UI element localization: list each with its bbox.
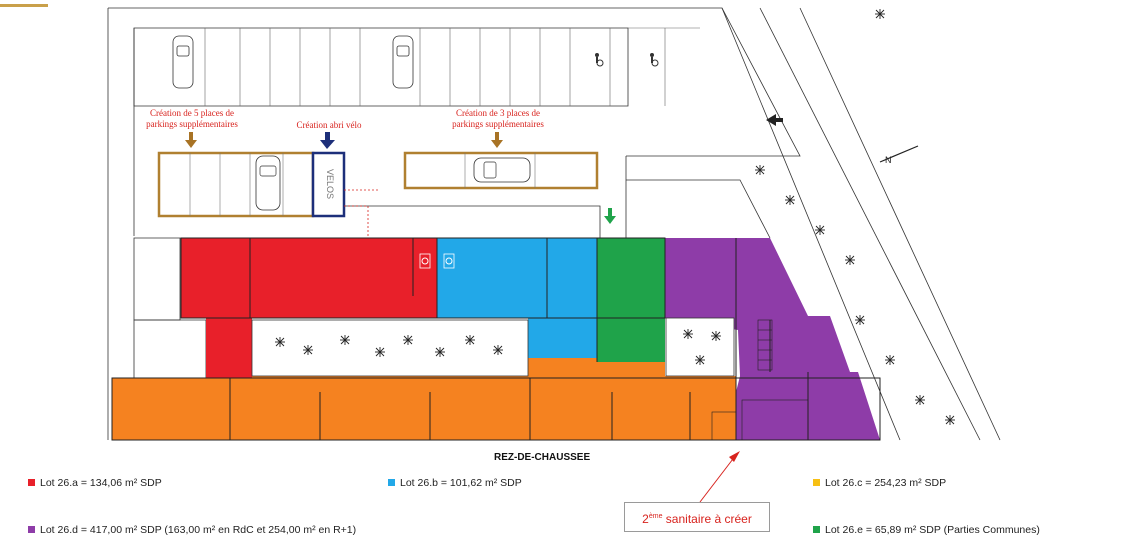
lot-26a-zone [181, 238, 437, 378]
accessible-toilet-icon [419, 253, 455, 269]
site-outline [107, 7, 1001, 441]
red-dashed-path [344, 189, 380, 236]
lot-26e-zone [597, 238, 665, 362]
parking-stalls [204, 27, 700, 106]
legend-swatch-red [28, 479, 35, 486]
legend-lot-26d: Lot 26.d = 417,00 m² SDP (163,00 m² en R… [28, 524, 356, 536]
legend-lot-26e: Lot 26.e = 65,89 m² SDP (Parties Commune… [813, 524, 1040, 536]
label-bike-shelter: Création abri vélo [296, 120, 362, 130]
legend-text: Lot 26.c = 254,23 m² SDP [825, 477, 947, 489]
courtyard [251, 317, 735, 377]
pointer-arrow-icon [699, 451, 740, 503]
label-parking-3: Création de 3 places de parkings supplém… [452, 108, 544, 129]
legend-lot-26c: Lot 26.c = 254,23 m² SDP [813, 477, 946, 489]
car-icon [172, 35, 414, 89]
new-parking-3-frame [403, 151, 599, 190]
bike-shelter-frame [311, 151, 346, 218]
note-prefix: 2 [642, 512, 649, 526]
arrow-left-icon [766, 114, 783, 126]
velos-sign: VELOS [325, 168, 335, 199]
legend-swatch-purple [28, 526, 35, 533]
legend-lot-26a: Lot 26.a = 134,06 m² SDP [28, 477, 162, 489]
tree-icon [275, 9, 955, 425]
legend-text: Lot 26.d = 417,00 m² SDP (163,00 m² en R… [40, 524, 357, 536]
new-parking-5-frame [157, 151, 315, 218]
sanitary-note: 2ème sanitaire à créer [624, 502, 770, 532]
legend-text: Lot 26.e = 65,89 m² SDP (Parties Commune… [825, 524, 1040, 536]
label-parking-5: Création de 5 places de parkings supplém… [146, 108, 238, 129]
legend-lot-26b: Lot 26.b = 101,62 m² SDP [388, 477, 522, 489]
interior-walls [111, 237, 881, 441]
header-accent-bar [0, 4, 48, 7]
north-arrow-icon: N [879, 145, 919, 165]
sanitary-block [711, 399, 809, 441]
svg-text:N: N [885, 155, 892, 165]
legend-swatch-yellow [813, 479, 820, 486]
stairs [757, 319, 773, 371]
note-suffix: sanitaire à créer [662, 512, 752, 526]
legend-swatch-blue [388, 479, 395, 486]
legend-text: Lot 26.a = 134,06 m² SDP [40, 477, 162, 489]
lot-26b-zone [437, 238, 597, 358]
note-sup: ème [648, 513, 663, 520]
level-title: REZ-DE-CHAUSSEE [494, 452, 591, 463]
legend-text: Lot 26.b = 101,62 m² SDP [400, 477, 522, 489]
accessible-parking-icon [595, 53, 659, 67]
lot-26d-zone [665, 238, 880, 440]
legend-swatch-green [813, 526, 820, 533]
arrow-down-icon [185, 132, 616, 224]
